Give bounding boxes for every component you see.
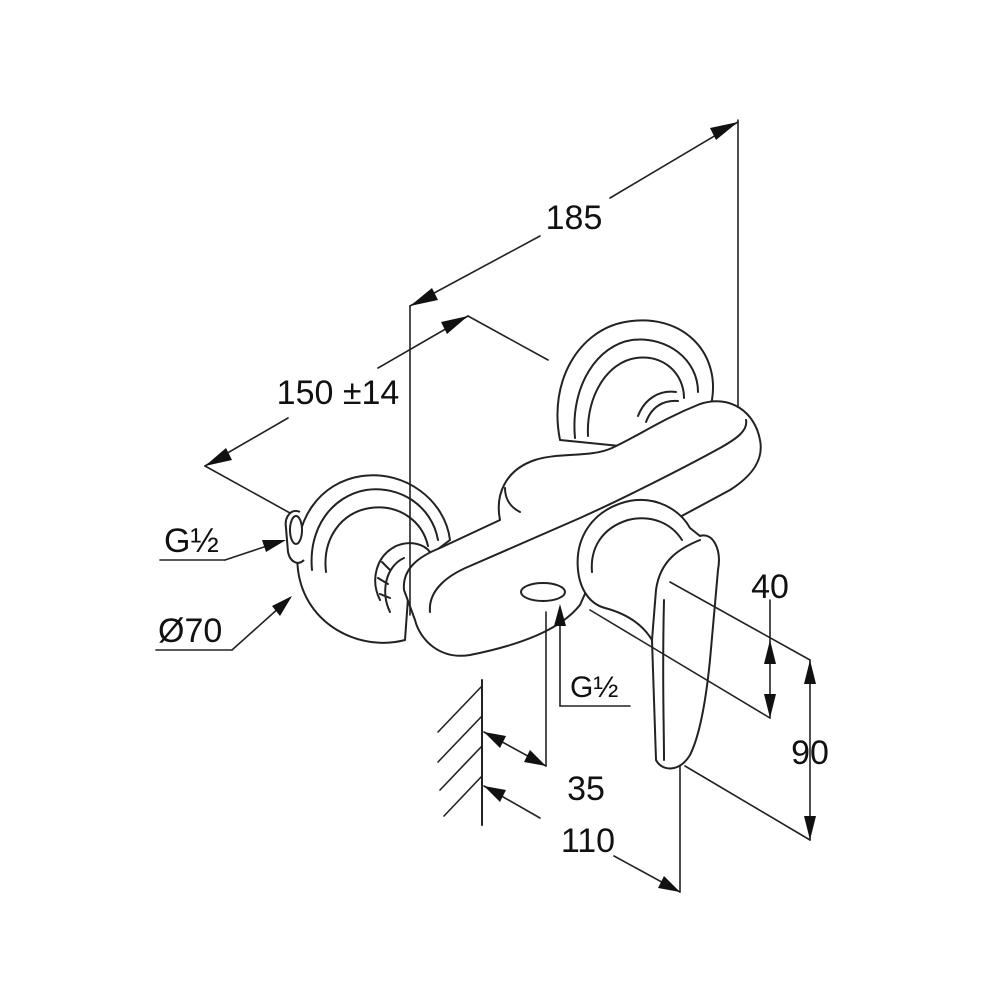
rosette-diameter-label: Ø70 xyxy=(158,612,222,650)
dim-185-label: 185 xyxy=(546,199,603,237)
dimension-150 xyxy=(204,315,549,514)
mixer-body xyxy=(402,400,762,657)
dim-150-label: 150 ±14 xyxy=(277,374,400,412)
dimension-40-90 xyxy=(589,581,816,841)
dim-35-label: 35 xyxy=(567,770,605,808)
lever-handle xyxy=(576,498,720,770)
dimension-35 xyxy=(483,611,547,767)
rosette-diameter-leader xyxy=(155,596,292,651)
wall-hatch xyxy=(437,679,483,826)
outlet-thread-leader xyxy=(554,604,631,707)
inlet-thread-leader xyxy=(159,540,286,561)
left-wall-rosette xyxy=(284,474,451,644)
dim-40-label: 40 xyxy=(751,568,789,606)
dimension-110 xyxy=(483,765,681,893)
outlet-thread-label: G½ xyxy=(570,671,618,704)
inlet-thread-label: G½ xyxy=(164,522,219,560)
dim-90-label: 90 xyxy=(791,734,829,772)
dimension-185 xyxy=(409,119,739,616)
dim-110-label: 110 xyxy=(561,822,615,860)
